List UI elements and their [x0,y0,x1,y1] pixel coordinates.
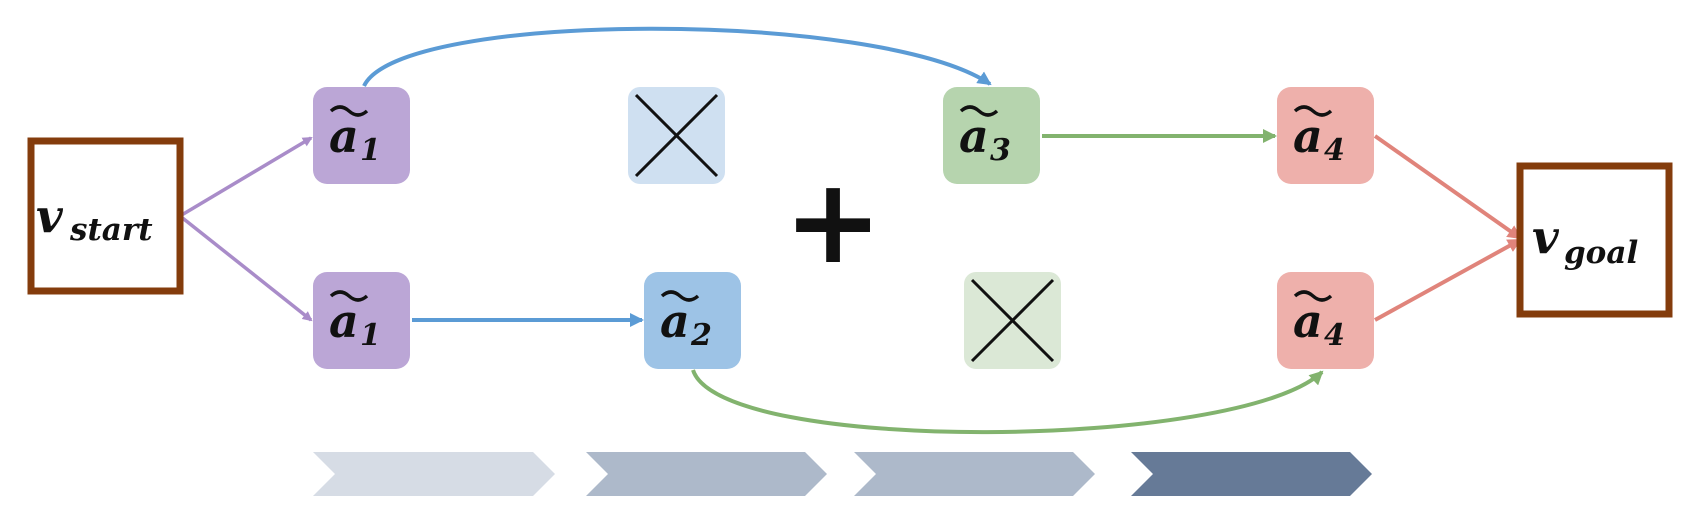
edge-start-a1-top [179,136,313,218]
svg-text:4: 4 [1324,133,1345,168]
edge-a1-top-a3 [362,26,992,87]
goal-node-subscript: goal [1564,235,1638,271]
tilde-icon [1293,105,1333,117]
tilde-icon [1293,290,1333,302]
tilde-icon [329,105,369,117]
svg-text:a: a [329,294,359,348]
svg-text:2: 2 [690,318,712,353]
plus-operator: + [784,152,883,290]
edge-a2-a4-bottom [691,369,1324,435]
edge-a4-bottom-goal [1374,238,1522,322]
action-node-a4-top: a 4 [1277,87,1374,184]
svg-text:a: a [329,109,359,163]
svg-text:1: 1 [360,133,381,168]
svg-text:3: 3 [990,133,1011,168]
goal-node-label: v [1532,210,1560,264]
action-node-a4-bottom: a 4 [1277,272,1374,369]
tilde-icon [329,290,369,302]
svg-text:a: a [1293,109,1323,163]
action-node-a2: a 2 [644,272,741,369]
blocked-node-blue [628,87,725,184]
start-node-label: v [36,189,64,243]
blocked-node-green [964,272,1061,369]
step-chevron-1 [313,452,555,496]
goal-node: v goal [1516,162,1673,318]
svg-text:1: 1 [360,318,381,353]
tilde-icon [959,105,999,117]
step-chevron-2 [586,452,827,496]
action-node-a3: a 3 [943,87,1040,184]
tilde-icon [660,290,700,302]
edge-a4-top-goal [1373,134,1522,240]
svg-text:a: a [660,294,690,348]
svg-text:a: a [959,109,989,163]
step-chevron-4 [1131,452,1372,496]
action-node-a1-bottom: a 1 [313,272,410,369]
svg-text:a: a [1293,294,1323,348]
start-node: v start [27,137,184,295]
svg-text:4: 4 [1324,318,1345,353]
edge-start-a1-bottom [178,214,313,322]
step-chevron-3 [854,452,1095,496]
action-node-a1-top: a 1 [313,87,410,184]
start-node-subscript: start [69,212,153,248]
